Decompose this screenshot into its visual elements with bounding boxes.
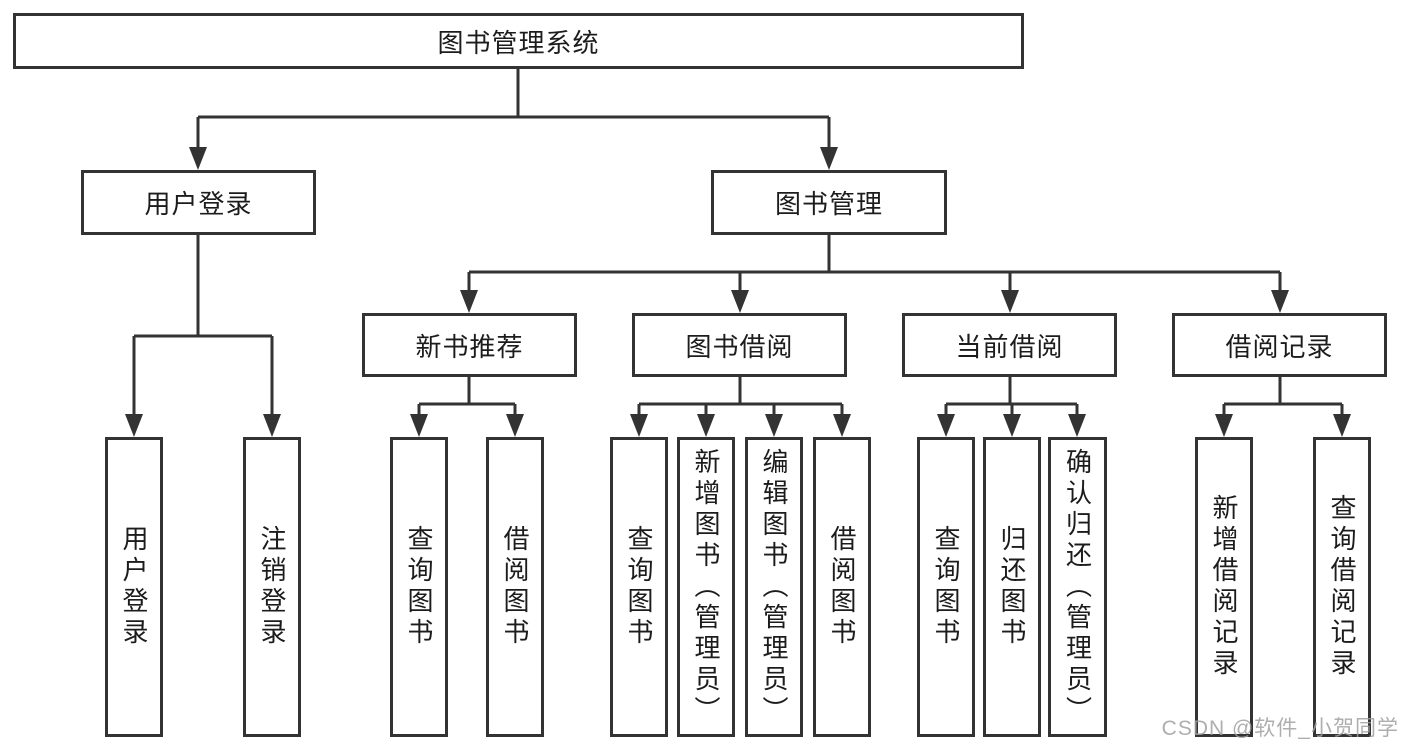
arrowhead-icon	[820, 147, 838, 170]
node-user-login-label: 用户登录	[144, 189, 253, 219]
watermark: CSDN @软件_小贺同学	[1161, 717, 1399, 740]
leaf-query-borrow-record: 查询借阅记录	[1313, 437, 1371, 737]
arrowhead-icon	[410, 414, 428, 437]
node-book-borrowing-label: 图书借阅	[685, 331, 794, 362]
leaf-query-books-current: 查询图书	[917, 437, 975, 737]
arrowhead-icon	[765, 414, 783, 437]
leaf-borrow-books-borrowing-label: 借阅图书	[827, 525, 857, 649]
leaf-borrow-books-recommend: 借阅图书	[486, 437, 544, 737]
arrowhead-icon	[731, 290, 749, 313]
arrowhead-icon	[1001, 290, 1019, 313]
leaf-borrow-books-borrowing: 借阅图书	[813, 437, 871, 737]
leaf-borrow-books-recommend-label: 借阅图书	[500, 525, 530, 649]
leaf-edit-books-admin-label: 编辑图书（管理员）	[759, 447, 789, 727]
arrowhead-icon	[630, 414, 648, 437]
leaf-add-books-admin-label: 新增图书（管理员）	[691, 447, 721, 727]
node-new-book-recommend-label: 新书推荐	[415, 331, 524, 362]
leaf-return-books: 归还图书	[983, 437, 1041, 737]
leaf-user-login-label: 用户登录	[119, 525, 149, 649]
leaf-query-borrow-record-label: 查询借阅记录	[1327, 494, 1357, 680]
leaf-query-books-recommend: 查询图书	[390, 437, 448, 737]
node-book-management: 图书管理	[711, 170, 947, 235]
arrowhead-icon	[697, 414, 715, 437]
leaf-query-books-recommend-label: 查询图书	[404, 525, 434, 649]
leaf-logout-label: 注销登录	[257, 525, 287, 649]
arrowhead-icon	[506, 414, 524, 437]
node-root-system: 图书管理系统	[13, 13, 1024, 69]
arrowhead-icon	[1215, 414, 1233, 437]
arrowhead-icon	[263, 414, 281, 437]
node-borrowing-records: 借阅记录	[1172, 313, 1387, 377]
arrowhead-icon	[1271, 290, 1289, 313]
tree-connector-path	[132, 69, 1344, 414]
leaf-user-login: 用户登录	[105, 437, 163, 737]
leaf-add-books-admin: 新增图书（管理员）	[677, 437, 735, 737]
arrowhead-icon	[1333, 414, 1351, 437]
leaf-confirm-return-admin-label: 确认归还（管理员）	[1062, 447, 1093, 727]
leaf-edit-books-admin: 编辑图书（管理员）	[745, 437, 803, 737]
arrowhead-icon	[189, 147, 207, 170]
arrowhead-icon	[833, 414, 851, 437]
arrowhead-icon	[937, 414, 955, 437]
leaf-add-borrow-record-label: 新增借阅记录	[1209, 494, 1239, 680]
leaf-confirm-return-admin: 确认归还（管理员）	[1048, 437, 1107, 737]
leaf-query-books-borrowing: 查询图书	[610, 437, 668, 737]
leaf-add-borrow-record: 新增借阅记录	[1195, 437, 1253, 737]
leaf-query-books-current-label: 查询图书	[931, 525, 961, 649]
node-book-management-label: 图书管理	[774, 189, 883, 219]
node-user-login: 用户登录	[81, 170, 316, 235]
node-new-book-recommend: 新书推荐	[362, 313, 577, 377]
arrowhead-icon	[125, 414, 143, 437]
arrowhead-icon	[1068, 414, 1086, 437]
leaf-return-books-label: 归还图书	[997, 525, 1027, 649]
node-book-borrowing: 图书借阅	[632, 313, 847, 377]
node-current-borrowing-label: 当前借阅	[955, 331, 1064, 362]
arrowhead-icon	[460, 290, 478, 313]
node-root-system-label: 图书管理系统	[437, 27, 600, 58]
arrowhead-icon	[1003, 414, 1021, 437]
leaf-query-books-borrowing-label: 查询图书	[624, 525, 654, 649]
node-borrowing-records-label: 借阅记录	[1225, 331, 1334, 362]
leaf-logout: 注销登录	[243, 437, 301, 737]
node-current-borrowing: 当前借阅	[902, 313, 1117, 377]
